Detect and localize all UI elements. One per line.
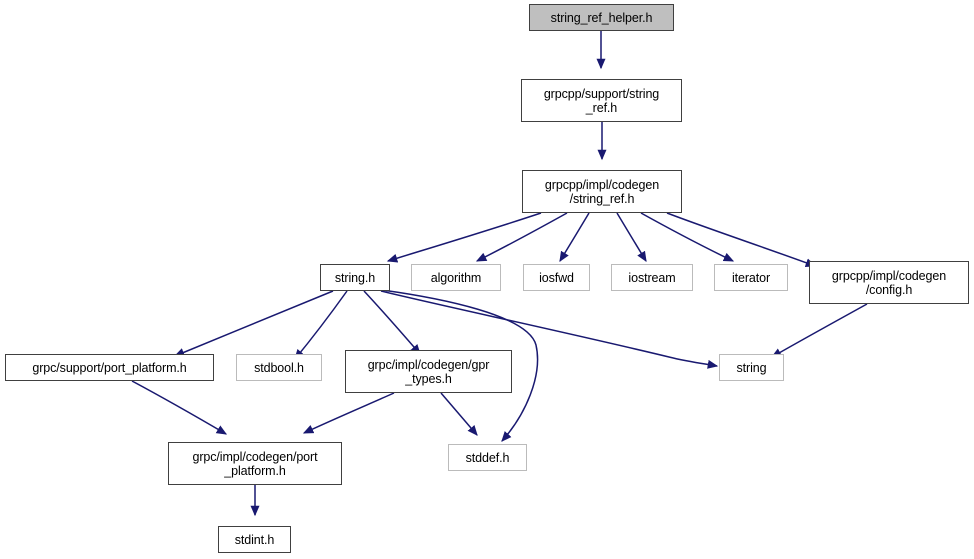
graph-node-iterator[interactable]: iterator	[714, 264, 788, 291]
graph-edge	[386, 212, 542, 263]
graph-edge	[380, 290, 719, 369]
graph-node-label: grpc/impl/codegen/port _platform.h	[192, 449, 318, 478]
graph-node-grpc_impl_codegen_gpr_types[interactable]: grpc/impl/codegen/gpr _types.h	[345, 350, 512, 393]
edges-group	[131, 31, 868, 517]
graph-edge	[616, 212, 647, 263]
graph-node-algorithm[interactable]: algorithm	[411, 264, 501, 291]
graph-node-label: stdbool.h	[254, 360, 304, 375]
graph-edge	[770, 303, 868, 358]
graph-node-label: stdint.h	[234, 532, 275, 547]
graph-edge	[173, 290, 334, 357]
graph-node-grpc_support_port_platform[interactable]: grpc/support/port_platform.h	[5, 354, 214, 381]
graph-node-label: string	[736, 360, 767, 375]
graph-node-stdint[interactable]: stdint.h	[218, 526, 291, 553]
graph-node-label: grpc/support/port_platform.h	[32, 360, 187, 375]
graph-edge	[363, 290, 421, 355]
graph-node-stddef[interactable]: stddef.h	[448, 444, 527, 471]
graph-node-label: iosfwd	[539, 270, 574, 285]
graph-node-iostream[interactable]: iostream	[611, 264, 693, 291]
graph-node-label: grpcpp/impl/codegen /config.h	[831, 268, 947, 297]
graph-edge	[294, 290, 348, 360]
graph-node-label: string.h	[334, 270, 376, 285]
graph-edge	[475, 212, 568, 262]
graph-node-label: grpcpp/support/string _ref.h	[543, 86, 660, 115]
graph-node-iosfwd[interactable]: iosfwd	[523, 264, 590, 291]
graph-edge	[666, 212, 817, 267]
graph-edge	[559, 212, 590, 263]
graph-node-grpcpp_impl_codegen_string_ref[interactable]: grpcpp/impl/codegen /string_ref.h	[522, 170, 682, 213]
graph-node-label: string_ref_helper.h	[550, 10, 653, 25]
graph-node-grpcpp_support_string_ref[interactable]: grpcpp/support/string _ref.h	[521, 79, 682, 122]
graph-node-label: stddef.h	[465, 450, 510, 465]
graph-edge	[302, 392, 395, 434]
graph-node-grpc_impl_codegen_port_platform[interactable]: grpc/impl/codegen/port _platform.h	[168, 442, 342, 485]
graph-node-grpcpp_impl_codegen_config[interactable]: grpcpp/impl/codegen /config.h	[809, 261, 969, 304]
graph-node-label: iterator	[731, 270, 771, 285]
graph-node-string_h[interactable]: string.h	[320, 264, 390, 291]
graph-node-label: iostream	[628, 270, 676, 285]
graph-node-string_ref_helper[interactable]: string_ref_helper.h	[529, 4, 674, 31]
graph-node-string[interactable]: string	[719, 354, 784, 381]
graph-edge	[381, 289, 539, 442]
graph-edge	[440, 392, 478, 436]
graph-node-label: grpcpp/impl/codegen /string_ref.h	[544, 177, 660, 206]
graph-edge	[131, 380, 228, 435]
graph-node-stdbool[interactable]: stdbool.h	[236, 354, 322, 381]
graph-edge	[640, 212, 735, 262]
graph-node-label: algorithm	[430, 270, 482, 285]
graph-node-label: grpc/impl/codegen/gpr _types.h	[367, 357, 490, 386]
